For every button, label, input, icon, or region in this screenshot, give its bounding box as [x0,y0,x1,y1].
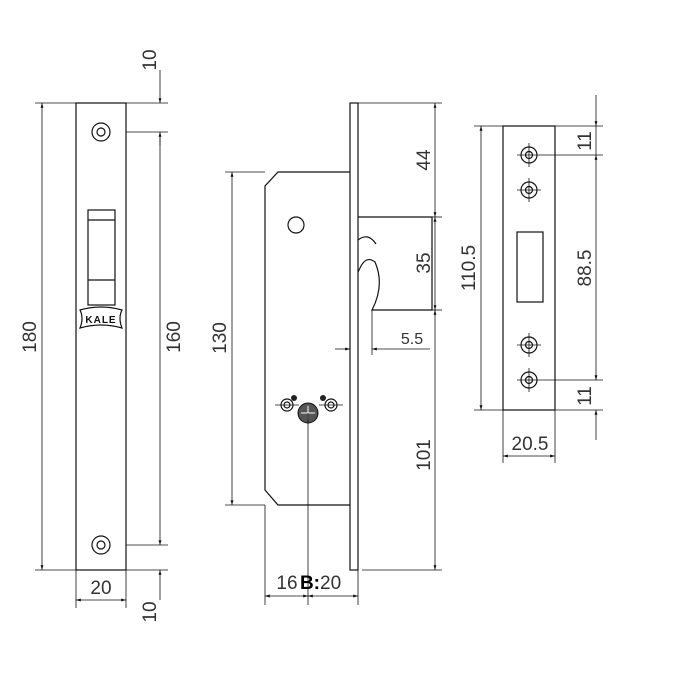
strike-opening [516,231,544,303]
dim-5-5: 5.5 [401,331,423,348]
dim-44: 44 [414,149,435,171]
dim-16: 16 [276,573,297,594]
strike-screw-holes [517,143,541,392]
dim-110-5: 110.5 [459,245,480,291]
dim-10-bottom: 10 [140,601,161,622]
screw-hole-bottom [91,535,111,555]
faceplate-view: KALE 180 160 10 10 20 [20,49,185,622]
strike-plate-view: 110.5 88.5 11 11 20.5 [459,95,603,463]
latch-opening [87,209,116,306]
dim-10-top: 10 [140,49,161,70]
svg-text:KALE: KALE [85,315,116,326]
spindle-hole [287,216,305,234]
cylinder-holes [275,395,343,424]
dim-160: 160 [164,321,185,353]
dim-88-5: 88.5 [575,250,596,287]
backset-label: B: [300,573,320,594]
latch-bolt [357,216,433,311]
dim-11-top: 11 [575,131,596,151]
dim-20-5: 20.5 [512,434,549,455]
side-view: 130 44 35 101 5.5 16 B: 20 [210,102,442,605]
dim-20: 20 [90,578,111,599]
dim-backset-20: 20 [320,573,341,594]
kale-logo: KALE [78,306,124,329]
dim-180: 180 [20,321,41,353]
screw-hole-top [91,122,111,142]
dim-101: 101 [414,439,435,471]
dim-11-bottom: 11 [575,386,596,406]
dim-35: 35 [414,252,435,273]
dim-130: 130 [210,322,231,354]
